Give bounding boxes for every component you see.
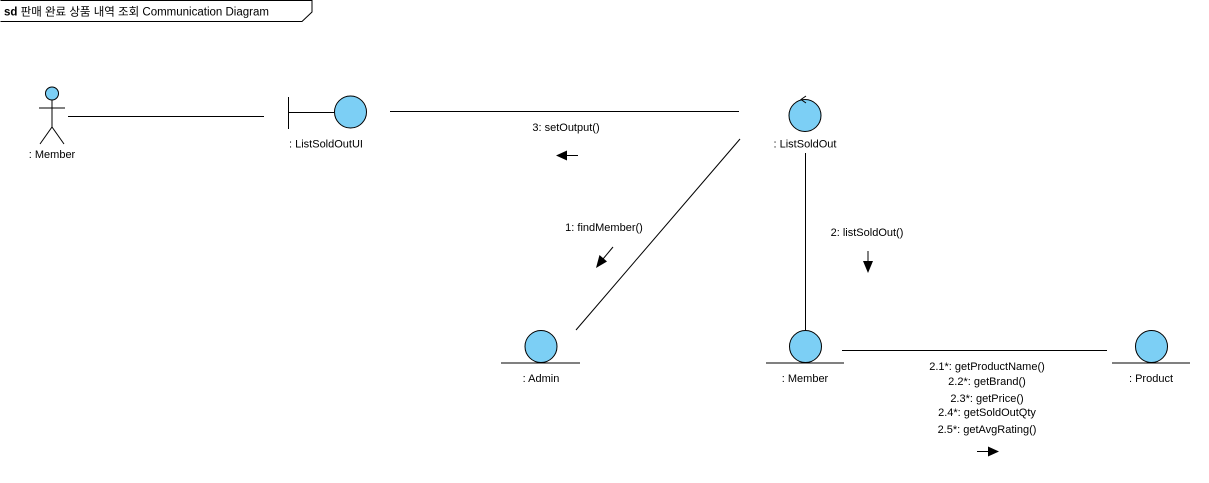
actor-member[interactable] [39,86,65,145]
message-arrow-left-icon [556,150,578,161]
boundary-icon [334,95,367,129]
message-list-sold-out: 2: listSoldOut() [831,227,904,239]
entity-member-label: : Member [782,373,829,385]
message-arrow-down-left-icon [596,246,614,268]
control-list-sold-out[interactable] [788,95,822,132]
control-icon [788,99,822,132]
message-arrow-right-icon [977,446,999,457]
message-get-brand: 2.2*: getBrand() [948,376,1026,388]
entity-admin[interactable] [501,330,580,364]
message-get-product-name: 2.1*: getProductName() [929,361,1045,373]
entity-admin-label: : Admin [523,373,560,385]
control-label: : ListSoldOut [774,139,837,151]
entity-icon [1135,330,1168,363]
entity-icon [789,330,822,363]
message-set-output: 3: setOutput() [532,122,599,134]
boundary-list-sold-out-ui[interactable] [288,95,367,129]
links [68,111,1107,351]
actor-member-label: : Member [29,149,76,161]
entity-icon [524,330,558,363]
link-control-admin [575,138,741,331]
message-group-member-product: 2.1*: getProductName() 2.2*: getBrand() … [929,361,1045,436]
message-arrow-down-icon [863,251,873,273]
entity-product[interactable] [1112,330,1190,364]
message-get-price: 2.3*: getPrice() [950,393,1023,405]
entity-product-label: : Product [1129,373,1173,385]
boundary-label: : ListSoldOutUI [289,139,363,151]
actor-head [45,86,59,101]
message-find-member: 1: findMember() [565,222,643,234]
message-get-sold-out-qty: 2.4*: getSoldOutQty [938,407,1036,419]
message-get-avg-rating: 2.5*: getAvgRating() [938,424,1037,436]
frame-title: sd 판매 완료 상품 내역 조회 Communication Diagram [4,6,269,19]
diagram-frame: sd 판매 완료 상품 내역 조회 Communication Diagram [0,0,313,22]
entity-member[interactable] [766,330,844,364]
